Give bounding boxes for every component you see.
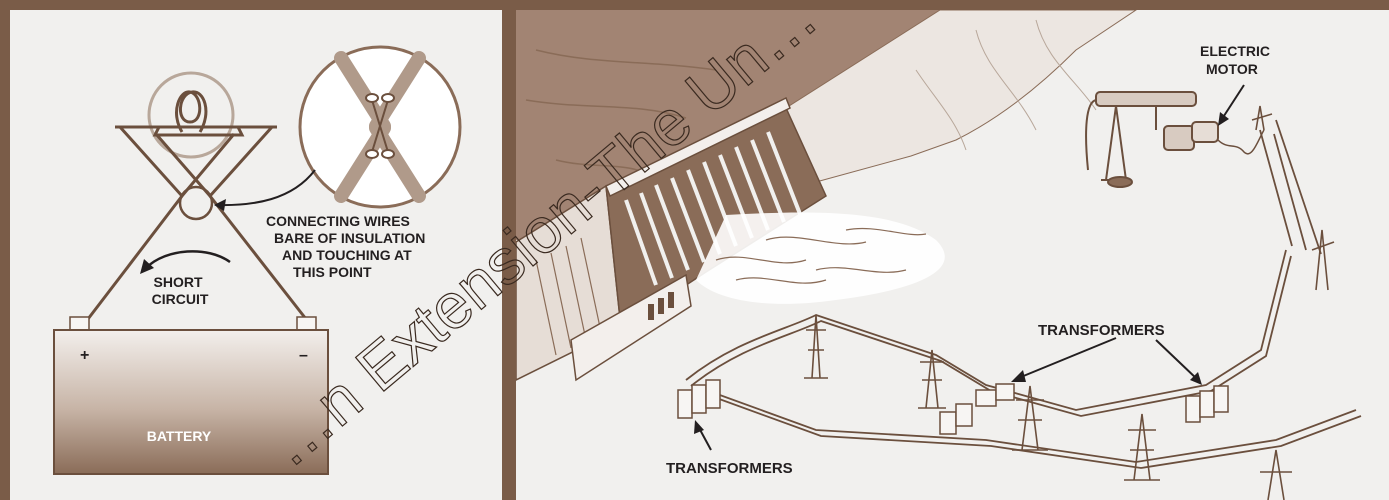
short-circuit-panel: CONNECTING WIRES BARE OF INSULATION AND … [10,10,502,500]
dam-transmission-diagram: ELECTRIC MOTOR TRANSFORMERS TRANSFORMERS [516,10,1389,500]
power-generation-panel: ELECTRIC MOTOR TRANSFORMERS TRANSFORMERS [516,10,1389,500]
short-circuit-arrowhead [140,259,154,274]
connecting-wires-label: CONNECTING WIRES BARE OF INSULATION AND … [266,213,429,280]
transformers-label-lower: TRANSFORMERS [666,460,793,477]
battery-body [54,330,328,474]
transformers [678,380,1228,434]
short-circuit-arrow [146,251,230,268]
battery-terminal-negative [297,317,316,331]
pointer-arrow [216,170,315,205]
battery: + – BATTERY [54,317,328,474]
oil-pump-with-motor [1086,92,1264,187]
motor-pointer-arrowhead [1218,112,1229,126]
magnified-inset [300,47,460,207]
battery-terminal-positive [70,317,89,331]
minus-sign: – [299,347,308,364]
short-circuit-label: SHORT CIRCUIT [152,274,209,307]
transformers-label-upper: TRANSFORMERS [1038,322,1165,339]
electric-motor-label: ELECTRIC MOTOR [1200,43,1274,77]
spillway-water [696,213,945,304]
lattice-towers [804,106,1334,500]
plus-sign: + [80,347,89,364]
battery-label: BATTERY [147,428,212,444]
contact-point-ring [180,187,212,219]
short-circuit-diagram: CONNECTING WIRES BARE OF INSULATION AND … [10,10,502,500]
lamp-icon [149,73,233,157]
